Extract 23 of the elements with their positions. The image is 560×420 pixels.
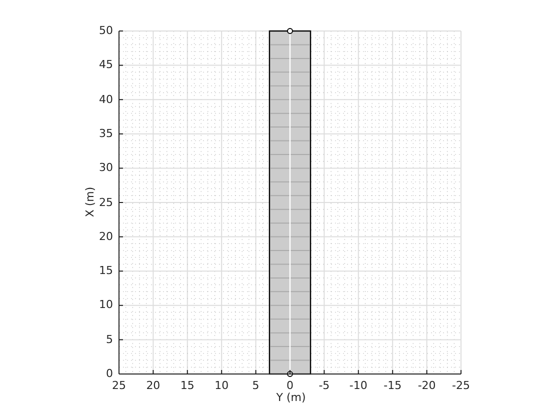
tick-label: 15 <box>98 265 113 276</box>
tick-label: 10 <box>214 380 230 391</box>
tick-label: 40 <box>98 94 113 105</box>
tick-label: 35 <box>98 128 113 139</box>
tick-label: 20 <box>98 230 113 242</box>
tick-label: -25 <box>451 380 471 391</box>
tick-label: 5 <box>251 380 260 391</box>
axis-title: X (m) <box>84 186 96 218</box>
tick-label: 0 <box>105 368 113 379</box>
tick-label: 50 <box>98 25 113 36</box>
tick-label: 20 <box>145 380 162 391</box>
tick-label: -20 <box>416 380 437 391</box>
tick-label: -10 <box>348 380 368 391</box>
tick-label: -5 <box>318 380 331 391</box>
tick-label: 5 <box>105 334 113 345</box>
tick-label: 45 <box>98 59 113 70</box>
tick-label: 15 <box>179 380 196 391</box>
tick-label: 0 <box>286 380 294 391</box>
tick-label: 10 <box>98 299 113 310</box>
tick-label: 25 <box>111 380 127 391</box>
axis-title: Y (m) <box>276 392 306 403</box>
tick-label: -15 <box>382 380 403 391</box>
tick-label: 30 <box>98 162 113 174</box>
